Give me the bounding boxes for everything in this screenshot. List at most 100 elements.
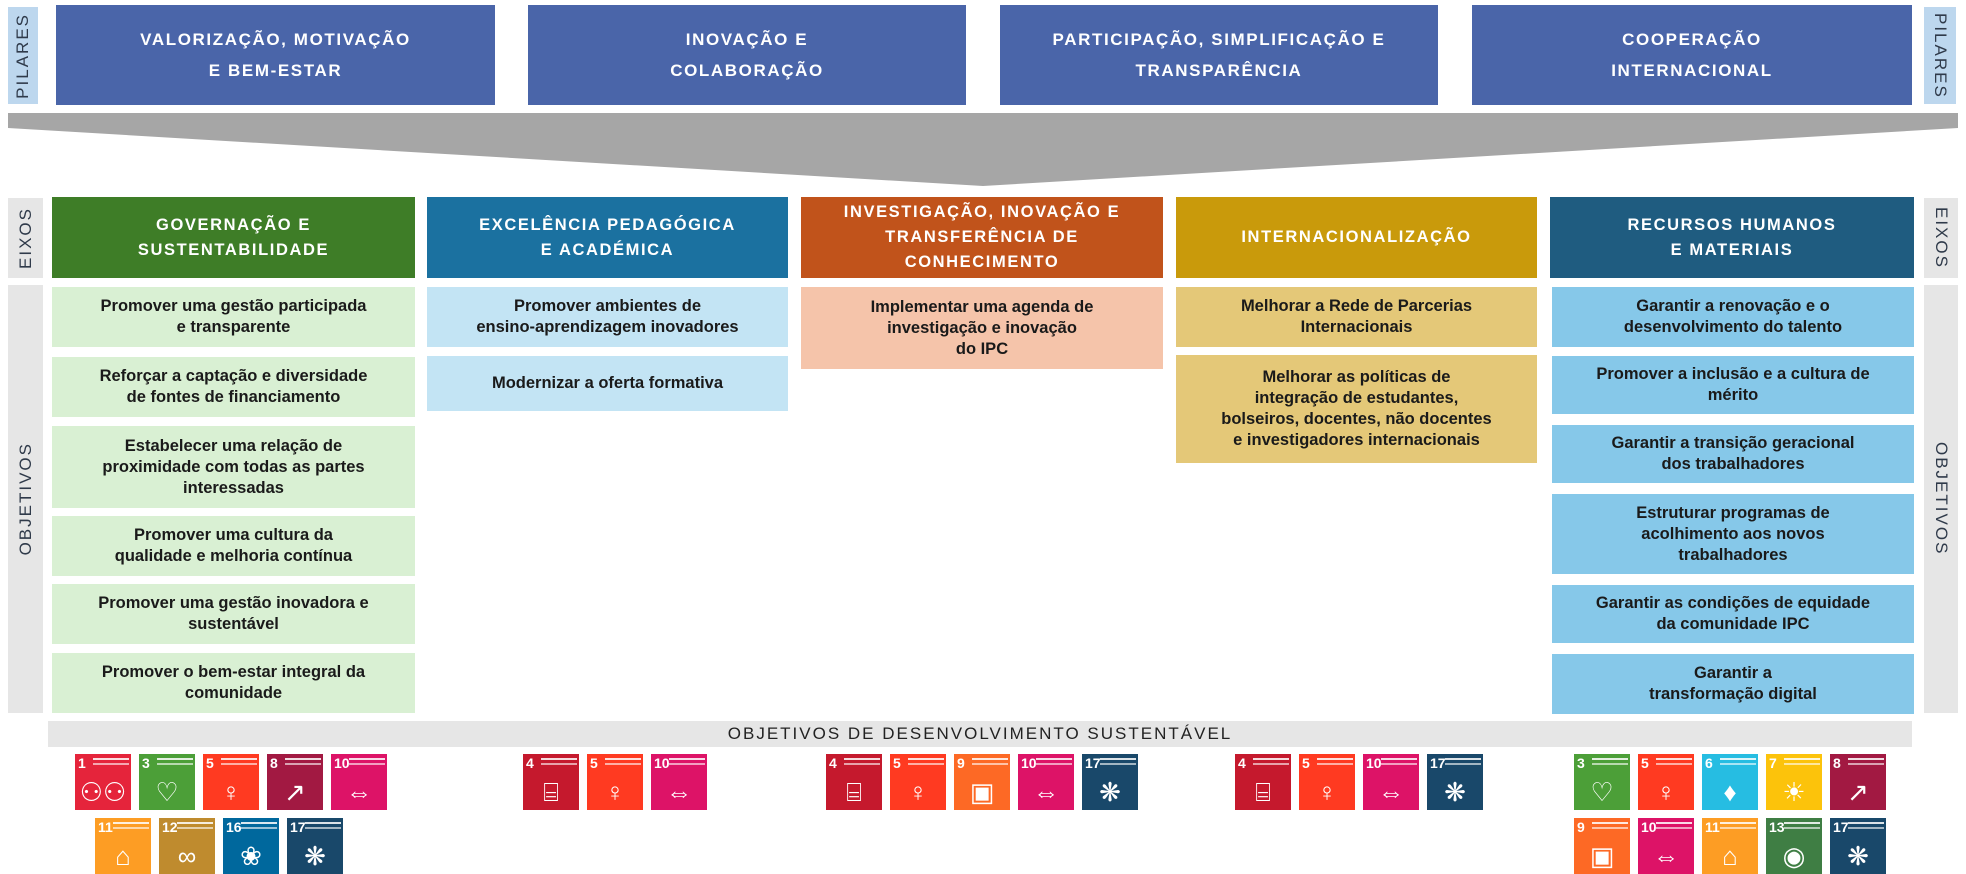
city-icon: ⌂	[1722, 841, 1738, 871]
equality-arrows-icon: ⇔	[346, 777, 372, 807]
sdg-17-tile: 17❋	[1082, 754, 1138, 810]
sdg-number: 13	[1769, 819, 1785, 835]
sdg-title-lines	[1381, 758, 1417, 765]
water-drop-icon: ♦	[1723, 777, 1737, 807]
gender-equality-icon: ♀	[1656, 777, 1676, 807]
sdg-number: 5	[893, 755, 901, 771]
sdg-number: 5	[1641, 755, 1649, 771]
sdg-number: 6	[1705, 755, 1713, 771]
growth-chart-icon: ↗	[1847, 777, 1869, 807]
sdg-4-tile: 4⌸	[826, 754, 882, 810]
sdg-number: 17	[1430, 755, 1446, 771]
sdg-number: 17	[290, 819, 306, 835]
sdg-number: 4	[1238, 755, 1246, 771]
axis-governacao: GOVERNAÇÃO E SUSTENTABILIDADE	[52, 197, 415, 278]
axis-recursos: RECURSOS HUMANOS E MATERIAIS	[1550, 197, 1914, 278]
sdg-number: 17	[1085, 755, 1101, 771]
sdg-title-lines	[157, 758, 193, 765]
growth-chart-icon: ↗	[284, 777, 306, 807]
sdg-number: 3	[142, 755, 150, 771]
sdg-number: 10	[654, 755, 670, 771]
sdg-number: 9	[1577, 819, 1585, 835]
sdg-title-lines	[1720, 758, 1756, 765]
objetivos-label-right: OBJETIVOS	[1924, 285, 1958, 713]
sdg-3-tile: 3♡	[1574, 754, 1630, 810]
sdg-title-lines	[1100, 758, 1136, 765]
sdg-number: 17	[1833, 819, 1849, 835]
equality-arrows-icon: ⇔	[1033, 777, 1059, 807]
sdg-17-tile: 17❋	[287, 818, 343, 874]
sdg-17-tile: 17 ❋	[1427, 754, 1483, 810]
equality-arrows-icon: ⇔	[1378, 777, 1404, 807]
sdg-11-tile: 11⌂	[95, 818, 151, 874]
rings-icon: ❋	[1444, 777, 1466, 807]
sdg-17-tile: 17❋	[1830, 818, 1886, 874]
sdg-4-tile: 4⌸	[1235, 754, 1291, 810]
sdg-title-lines	[908, 758, 944, 765]
sun-icon: ☀	[1782, 777, 1806, 807]
sdg-title-lines	[113, 822, 149, 829]
sdg-title-lines	[541, 758, 577, 765]
objective-item: Melhorar a Rede de Parcerias Internacion…	[1176, 287, 1537, 347]
sdg-5-tile: 5♀	[203, 754, 259, 810]
objective-item: Melhorar as políticas de integração de e…	[1176, 355, 1537, 463]
heartbeat-icon: ♡	[155, 777, 179, 807]
pillar-inovacao: INOVAÇÃO E COLABORAÇÃO	[528, 5, 966, 105]
sdg-title-lines	[241, 822, 277, 829]
objective-item: Garantir a transformação digital	[1552, 654, 1914, 714]
objective-item: Promover uma gestão inovadora e sustentá…	[52, 584, 415, 644]
sdg-title-lines	[1848, 822, 1884, 829]
sdg-number: 10	[1641, 819, 1657, 835]
sdg-title-lines	[1656, 758, 1692, 765]
sdg-number: 12	[162, 819, 178, 835]
objective-item: Estabelecer uma relação de proximidade c…	[52, 426, 415, 508]
equality-arrows-icon: ⇔	[1653, 841, 1679, 871]
sdg-number: 5	[590, 755, 598, 771]
gender-equality-icon: ♀	[1317, 777, 1337, 807]
sdg-10-tile: 10⇔	[1018, 754, 1074, 810]
sdg-number: 11	[1705, 819, 1720, 835]
sdg-number: 9	[957, 755, 965, 771]
eye-globe-icon: ◉	[1782, 841, 1806, 871]
sdg-10-tile: 10 ⇔	[1638, 818, 1694, 874]
sdg-10-tile: 10⇔	[1363, 754, 1419, 810]
eixos-label-right: EIXOS	[1924, 198, 1958, 278]
heartbeat-icon: ♡	[1590, 777, 1614, 807]
sdg-number: 8	[270, 755, 278, 771]
sdg-number: 1	[78, 755, 86, 771]
sdg-9-tile: 9▣	[1574, 818, 1630, 874]
sdg-6-tile: 6♦	[1702, 754, 1758, 810]
sdg-title-lines	[1592, 758, 1628, 765]
objetivos-label-left: OBJETIVOS	[8, 285, 43, 713]
sdg-title-lines	[305, 822, 341, 829]
dove-icon: ❀	[240, 841, 262, 871]
pilares-label-left: PILARES	[8, 7, 38, 104]
sdg-number: 4	[829, 755, 837, 771]
gender-equality-icon: ♀	[221, 777, 241, 807]
objective-item: Promover uma gestão participada e transp…	[52, 287, 415, 347]
sdg-title-lines	[1784, 758, 1820, 765]
sdg-number: 5	[206, 755, 214, 771]
sdg-5-tile: 5♀	[587, 754, 643, 810]
book-icon: ⌸	[1255, 777, 1271, 807]
sdg-number: 11	[98, 819, 113, 835]
axis-investigacao: INVESTIGAÇÃO, INOVAÇÃO E TRANSFERÊNCIA D…	[801, 197, 1163, 278]
objective-item: Promover ambientes de ensino-aprendizage…	[427, 287, 788, 347]
sdg-13-tile: 13 ◉	[1766, 818, 1822, 874]
axis-internacionalizacao: INTERNACIONALIZAÇÃO	[1176, 197, 1537, 278]
cubes-icon: ▣	[1589, 841, 1615, 871]
sdg-title-lines	[93, 758, 129, 765]
objective-item: Garantir as condições de equidade da com…	[1552, 585, 1914, 643]
sdg-title-lines	[349, 758, 385, 765]
book-icon: ⌸	[846, 777, 862, 807]
sdg-title-lines	[1784, 822, 1820, 829]
sdg-number: 7	[1769, 755, 1777, 771]
cubes-icon: ▣	[969, 777, 995, 807]
family-icon: ⚇⚇	[79, 777, 127, 807]
objective-item: Implementar uma agenda de investigação e…	[801, 287, 1163, 369]
sdg-title-lines	[1848, 758, 1884, 765]
sdg-10-tile: 10⇔	[331, 754, 387, 810]
sdg-5-tile: 5♀	[890, 754, 946, 810]
objective-item: Estruturar programas de acolhimento aos …	[1552, 494, 1914, 574]
sdg-number: 4	[526, 755, 534, 771]
